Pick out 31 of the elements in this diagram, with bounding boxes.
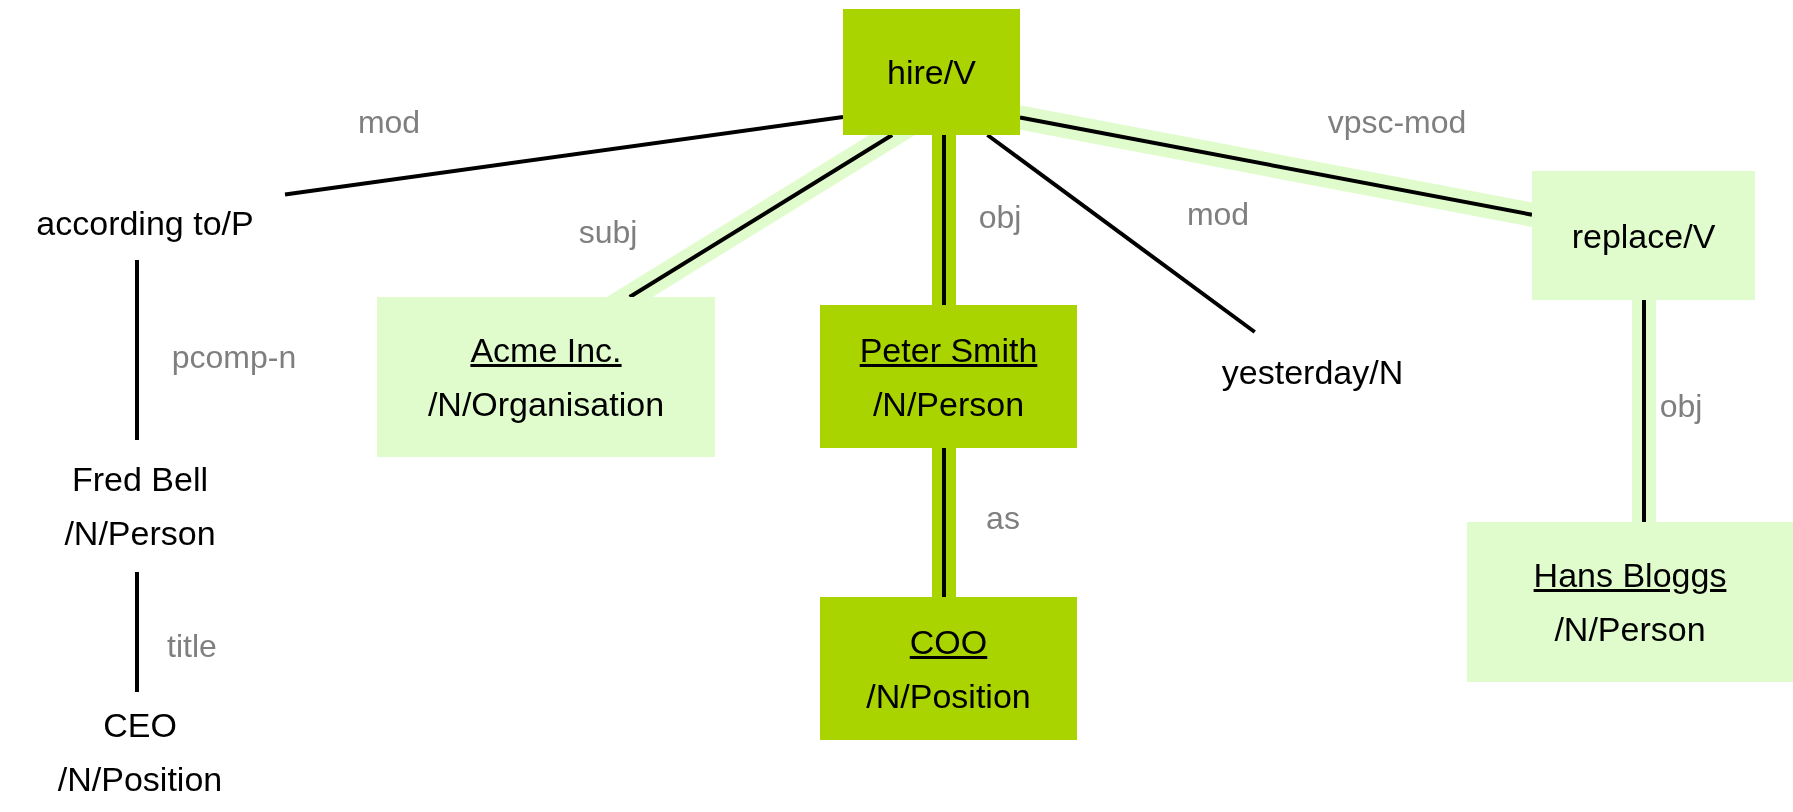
word-label: CEO [103, 705, 177, 746]
word-box [1532, 171, 1755, 300]
dependency-line [284, 115, 844, 197]
word-label: yesterday/N [1221, 352, 1404, 393]
dependency-line [135, 260, 139, 440]
word-label: Acme Inc. [470, 330, 622, 371]
word-label: Fred Bell [71, 459, 209, 500]
word-label: /N/Organisation [427, 384, 665, 425]
word-label: /N/Position [57, 759, 223, 800]
word-label: hire/V [887, 52, 976, 93]
dependency-line [942, 448, 946, 597]
dependency-line [986, 133, 1256, 334]
word-label: COO [909, 621, 988, 663]
dependency-line [1642, 300, 1646, 522]
dependency-line [1019, 115, 1533, 217]
word-box [820, 597, 1077, 740]
word-label: /N/Person [872, 383, 1025, 425]
word-box [1467, 522, 1793, 682]
dependency-line [942, 135, 946, 305]
dependency-line [135, 572, 139, 692]
word-box [820, 305, 1077, 448]
dependency-line [628, 133, 894, 299]
word-label: /N/Person [1554, 609, 1706, 650]
word-box [377, 297, 715, 457]
word-label: according to/P [36, 203, 254, 244]
word-label: replace/V [1571, 215, 1716, 257]
word-box [843, 9, 1020, 135]
word-label: /N/Position [866, 675, 1031, 717]
word-label: /N/Person [64, 513, 216, 554]
word-label: Peter Smith [859, 329, 1038, 371]
word-label: Hans Bloggs [1533, 555, 1727, 596]
